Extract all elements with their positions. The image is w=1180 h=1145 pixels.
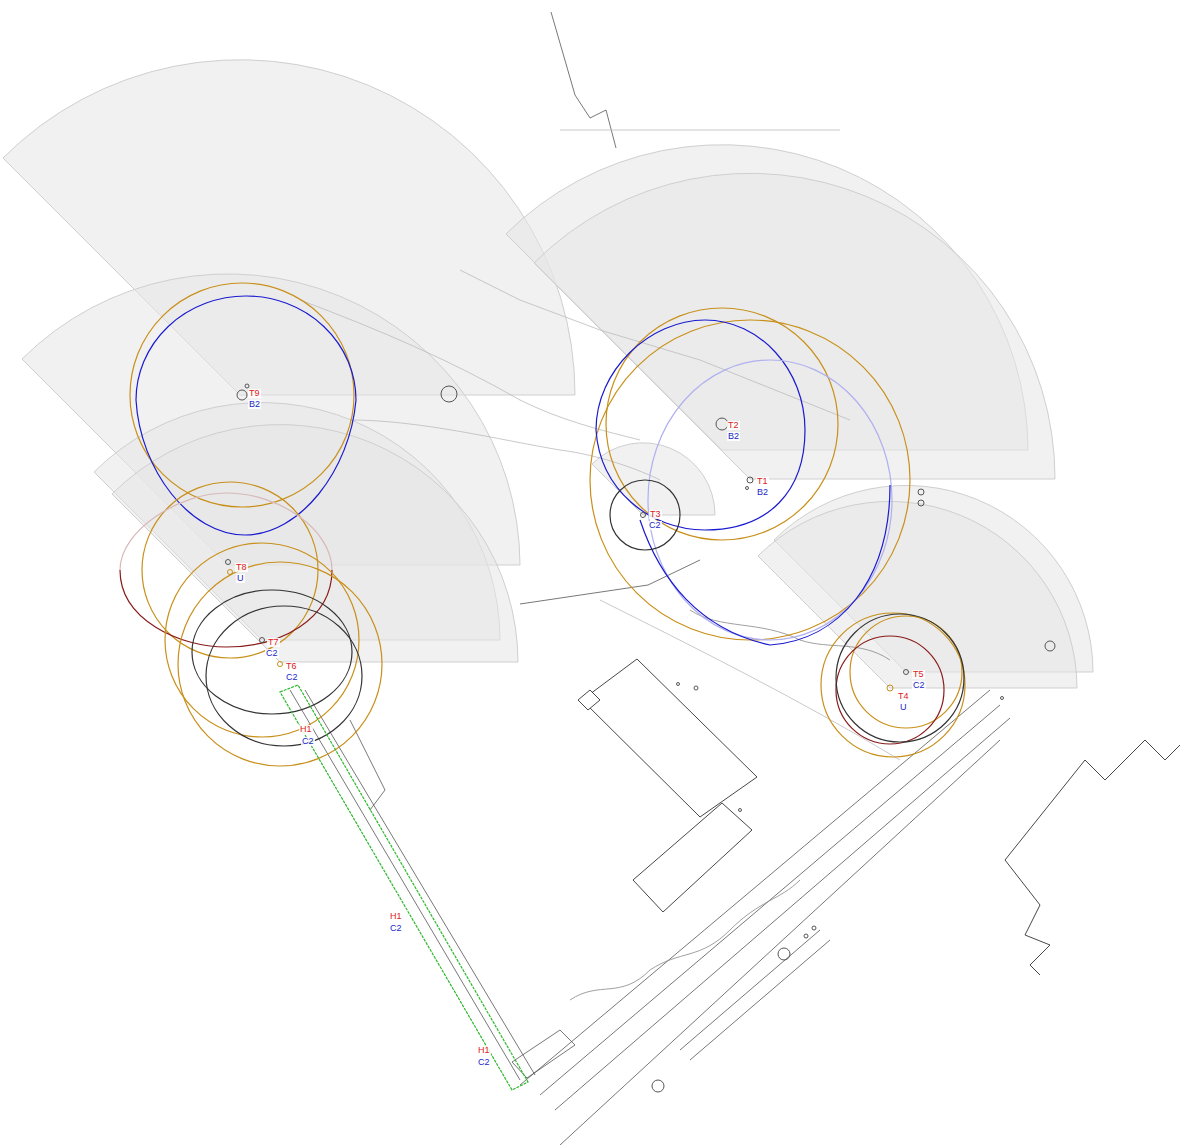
boundary-line xyxy=(520,560,700,604)
road-edge xyxy=(680,930,820,1050)
footpath xyxy=(560,130,840,131)
boundary-line xyxy=(551,12,616,148)
tree-stem xyxy=(245,384,249,388)
site-lines xyxy=(290,12,1010,1145)
tree-stem xyxy=(228,570,233,575)
tree-reference: T9 xyxy=(248,389,261,398)
site-feature xyxy=(1001,697,1004,700)
rpa-circle xyxy=(165,543,359,737)
rpa-circle xyxy=(178,562,382,766)
site-feature xyxy=(918,489,924,495)
canopy-spread xyxy=(192,590,352,714)
protection-areas xyxy=(120,283,965,766)
building-outline xyxy=(633,803,752,912)
site-feature xyxy=(739,809,742,812)
hedge-outline xyxy=(280,685,528,1090)
rpa-circle xyxy=(130,283,354,507)
road-edge xyxy=(540,705,1000,1095)
retention-category: C2 xyxy=(389,924,403,933)
retention-category: C2 xyxy=(301,737,315,746)
tree-reference: H1 xyxy=(299,725,313,734)
road-edge xyxy=(690,940,830,1060)
canopy-spread xyxy=(136,296,356,535)
canopy-spread xyxy=(640,485,890,645)
road-edge xyxy=(560,740,1000,1145)
building-outline xyxy=(1005,740,1180,860)
site-feature xyxy=(778,948,790,960)
rpa-circle xyxy=(821,613,965,757)
buildings xyxy=(578,659,1180,975)
retention-category: B2 xyxy=(248,400,261,409)
shade-sector xyxy=(758,501,1077,688)
retention-category: B2 xyxy=(727,432,740,441)
road-edge xyxy=(555,718,1010,1110)
hedge-edge xyxy=(305,690,535,1075)
tree-reference: T1 xyxy=(756,477,769,486)
canopy-spread xyxy=(836,636,944,744)
rpa-circle xyxy=(590,320,910,640)
road-edge xyxy=(520,690,990,1085)
tree-reference: T7 xyxy=(267,638,280,647)
footpath xyxy=(350,420,660,480)
tree-reference: T8 xyxy=(235,563,248,572)
building-outline xyxy=(578,690,600,710)
retention-category: C2 xyxy=(265,649,279,658)
canopy-spread xyxy=(120,570,332,647)
retention-category: B2 xyxy=(756,488,769,497)
tree-stem xyxy=(641,513,646,518)
tree-stems xyxy=(226,384,1056,1092)
tree-stem xyxy=(237,390,247,400)
canopy-spread xyxy=(596,320,805,530)
tree-stem xyxy=(746,487,749,490)
site-feature xyxy=(677,683,680,686)
building-outline xyxy=(1005,860,1050,975)
tree-stem xyxy=(260,638,265,643)
site-feature xyxy=(1045,641,1055,651)
shade-sector xyxy=(112,425,518,662)
site-feature xyxy=(652,1080,664,1092)
tree-stem xyxy=(904,670,909,675)
retention-category: C2 xyxy=(477,1058,491,1067)
site-feature xyxy=(804,934,808,938)
retention-category: C2 xyxy=(648,521,662,530)
canopy-spread xyxy=(206,606,362,746)
tree-reference: T6 xyxy=(285,662,298,671)
tree-reference: T4 xyxy=(897,692,910,701)
vegetation-edge xyxy=(570,880,800,1000)
tree-reference: H1 xyxy=(389,912,403,921)
canopy-spread xyxy=(120,493,332,570)
site-feature xyxy=(812,926,816,930)
retention-category: U xyxy=(899,703,908,712)
retention-category: C2 xyxy=(912,681,926,690)
tree-reference: H1 xyxy=(477,1046,491,1055)
site-feature xyxy=(918,500,924,506)
tree-stem xyxy=(747,477,753,483)
tree-stem xyxy=(278,662,283,667)
tree-stem xyxy=(887,685,893,691)
footpath xyxy=(460,270,850,420)
canopy-spread xyxy=(610,480,680,550)
retention-category: C2 xyxy=(285,673,299,682)
site-feature xyxy=(441,386,457,402)
site-feature xyxy=(694,686,698,690)
tree-stem xyxy=(226,560,231,565)
hedge xyxy=(280,685,528,1090)
building-outline xyxy=(582,659,757,817)
hedge-edge xyxy=(290,690,520,1080)
retention-category: U xyxy=(236,574,245,583)
canopy-spread xyxy=(836,614,964,742)
shade-sectors xyxy=(3,60,1093,688)
tree-reference: T2 xyxy=(727,421,740,430)
tree-reference: T5 xyxy=(912,670,925,679)
tree-reference: T3 xyxy=(649,510,662,519)
